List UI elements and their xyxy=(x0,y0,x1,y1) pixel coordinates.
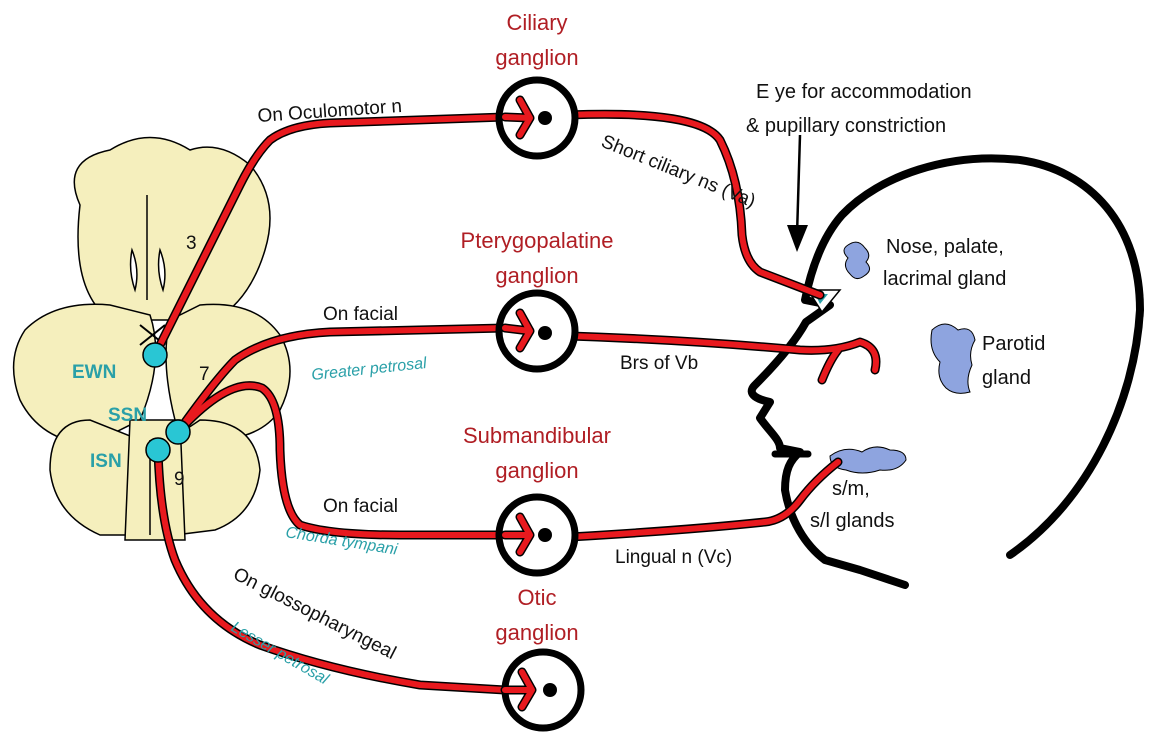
medulla-right xyxy=(169,419,261,536)
sm-glands-line2: s/l glands xyxy=(810,510,895,532)
eye-pointer-arrow xyxy=(787,134,808,252)
pterygopalatine-title-2: ganglion xyxy=(495,263,578,288)
facial-lower-label: On facial xyxy=(323,496,398,517)
cn9-label: 9 xyxy=(174,469,185,490)
medulla-left xyxy=(49,419,141,536)
otic-title-2: ganglion xyxy=(495,620,578,645)
brainstem xyxy=(12,136,291,541)
otic-title-1: Otic xyxy=(517,585,556,610)
oculomotor-nerve xyxy=(152,114,508,358)
submandibular-title-2: ganglion xyxy=(495,458,578,483)
lingual-label: Lingual n (Vc) xyxy=(615,547,732,568)
pterygopalatine-title-1: Pterygopalatine xyxy=(461,228,614,253)
pons-left-lobe xyxy=(12,303,157,446)
eye-target-line1: E ye for accommodation xyxy=(756,81,972,103)
parotid-line1: Parotid xyxy=(982,333,1045,355)
nose-target-line1: Nose, palate, xyxy=(886,236,1004,258)
submandibular-title-1: Submandibular xyxy=(463,423,611,448)
brs-vb-label: Brs of Vb xyxy=(620,353,698,374)
cn7-label: 7 xyxy=(199,364,210,385)
lesser-petrosal-label: Lesser petrosal xyxy=(228,619,332,689)
cn3-label: 3 xyxy=(186,233,197,254)
facial-upper-label: On facial xyxy=(323,304,398,325)
chorda-tympani-nerve xyxy=(175,382,508,538)
ewn-label: EWN xyxy=(72,362,116,383)
nose-gland-icon xyxy=(843,241,870,280)
ciliary-title-1: Ciliary xyxy=(506,10,567,35)
ewn-nucleus xyxy=(142,342,168,368)
vb-branches-nerve xyxy=(567,333,879,373)
ciliary-ganglion xyxy=(495,76,579,160)
greater-petrosal-label: Greater petrosal xyxy=(311,355,428,384)
parotid-gland-icon xyxy=(930,323,976,394)
greater-petrosal-nerve xyxy=(175,325,508,435)
nuclei xyxy=(142,342,191,463)
glossopharyngeal-nerve xyxy=(155,447,508,693)
nose-target-line2: lacrimal gland xyxy=(883,268,1006,290)
ciliary-title-2: ganglion xyxy=(495,45,578,70)
isn-nucleus xyxy=(145,437,171,463)
lingual-nerve xyxy=(567,459,841,540)
nerve-fills xyxy=(152,111,879,693)
head-outline xyxy=(747,154,1144,589)
short-ciliary-nerve xyxy=(567,111,823,298)
otic-ganglion xyxy=(500,648,585,732)
submandibular-gland-icon xyxy=(829,446,907,474)
midbrain xyxy=(73,136,271,321)
eye-target-line2: & pupillary constriction xyxy=(746,115,946,137)
parotid-line2: gland xyxy=(982,367,1031,389)
sm-glands-line1: s/m, xyxy=(832,478,870,500)
isn-label: ISN xyxy=(90,451,122,472)
ssn-nucleus xyxy=(165,419,191,445)
pterygopalatine-ganglion xyxy=(495,289,579,373)
submandibular-ganglion xyxy=(495,493,579,577)
ssn-label: SSN xyxy=(108,405,147,426)
